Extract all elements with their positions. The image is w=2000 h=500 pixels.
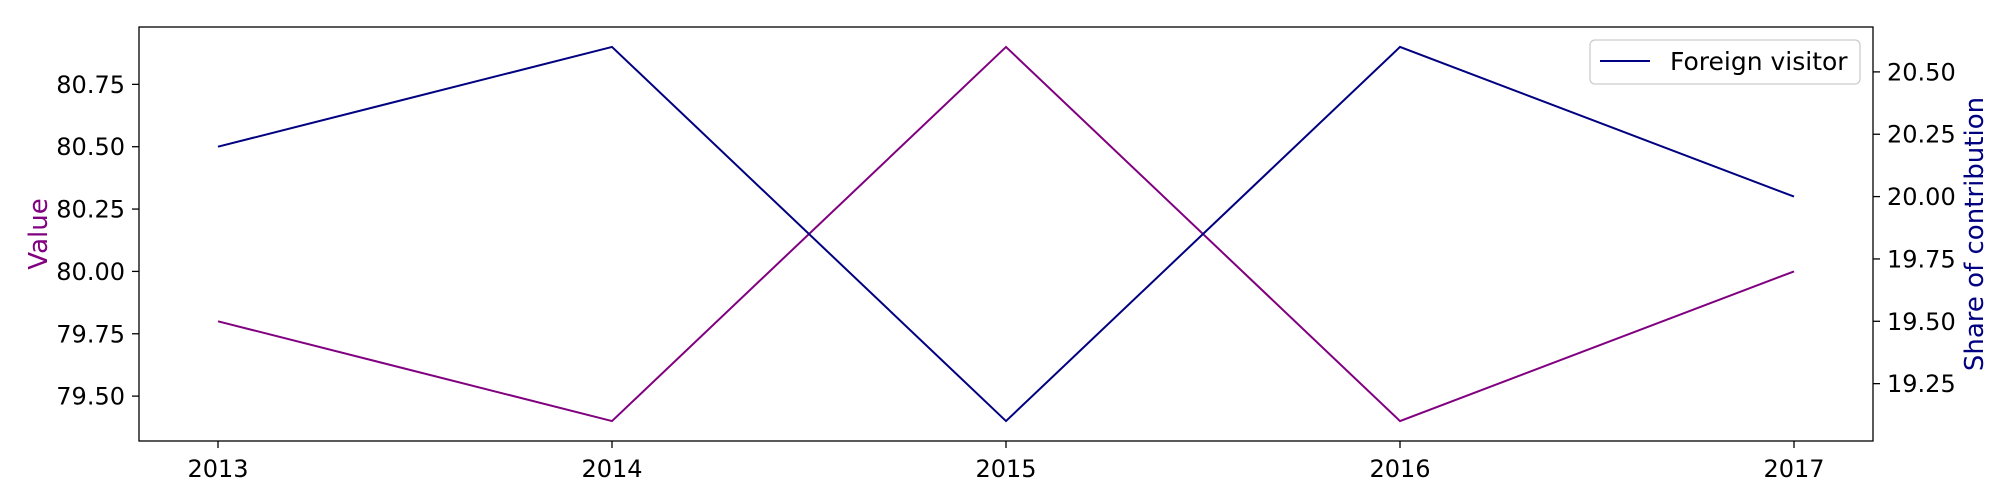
y-axis-left-label: Value [24, 198, 54, 269]
y-left-tick-label: 79.50 [56, 383, 125, 411]
y-right-tick-label: 19.50 [1887, 308, 1956, 336]
legend-box [1589, 39, 1861, 85]
legend-label-foreign-visitor: Foreign visitor [1670, 47, 1848, 76]
y-left-tick-label: 80.00 [56, 258, 125, 286]
y-axis-left: 79.50 79.75 80.00 80.25 80.50 80.75 [56, 71, 139, 411]
x-tick-label: 2015 [975, 455, 1036, 483]
y-right-tick-label: 19.75 [1887, 245, 1956, 273]
x-tick-label: 2014 [581, 455, 642, 483]
legend: Foreign visitor [1589, 39, 1861, 85]
y-right-tick-label: 20.00 [1887, 183, 1956, 211]
y-left-tick-label: 80.25 [56, 196, 125, 224]
y-left-tick-label: 80.50 [56, 133, 125, 161]
x-tick-label: 2017 [1763, 455, 1824, 483]
series-line-foreign-visitor [217, 45, 1795, 423]
y-axis-right: 19.25 19.50 19.75 20.00 20.25 20.50 [1873, 58, 1956, 398]
y-right-tick-label: 20.50 [1887, 58, 1956, 86]
x-tick-label: 2016 [1369, 455, 1430, 483]
y-left-tick-label: 80.75 [56, 71, 125, 99]
y-axis-right-label: Share of contribution [1960, 97, 1990, 371]
series-line-left-axis-series [217, 45, 1795, 423]
series-layer [217, 45, 1795, 423]
x-axis: 2013 2014 2015 2016 2017 [187, 441, 1825, 483]
y-left-tick-label: 79.75 [56, 320, 125, 348]
y-right-tick-label: 20.25 [1887, 121, 1956, 149]
y-right-tick-label: 19.25 [1887, 370, 1956, 398]
x-tick-label: 2013 [187, 455, 248, 483]
